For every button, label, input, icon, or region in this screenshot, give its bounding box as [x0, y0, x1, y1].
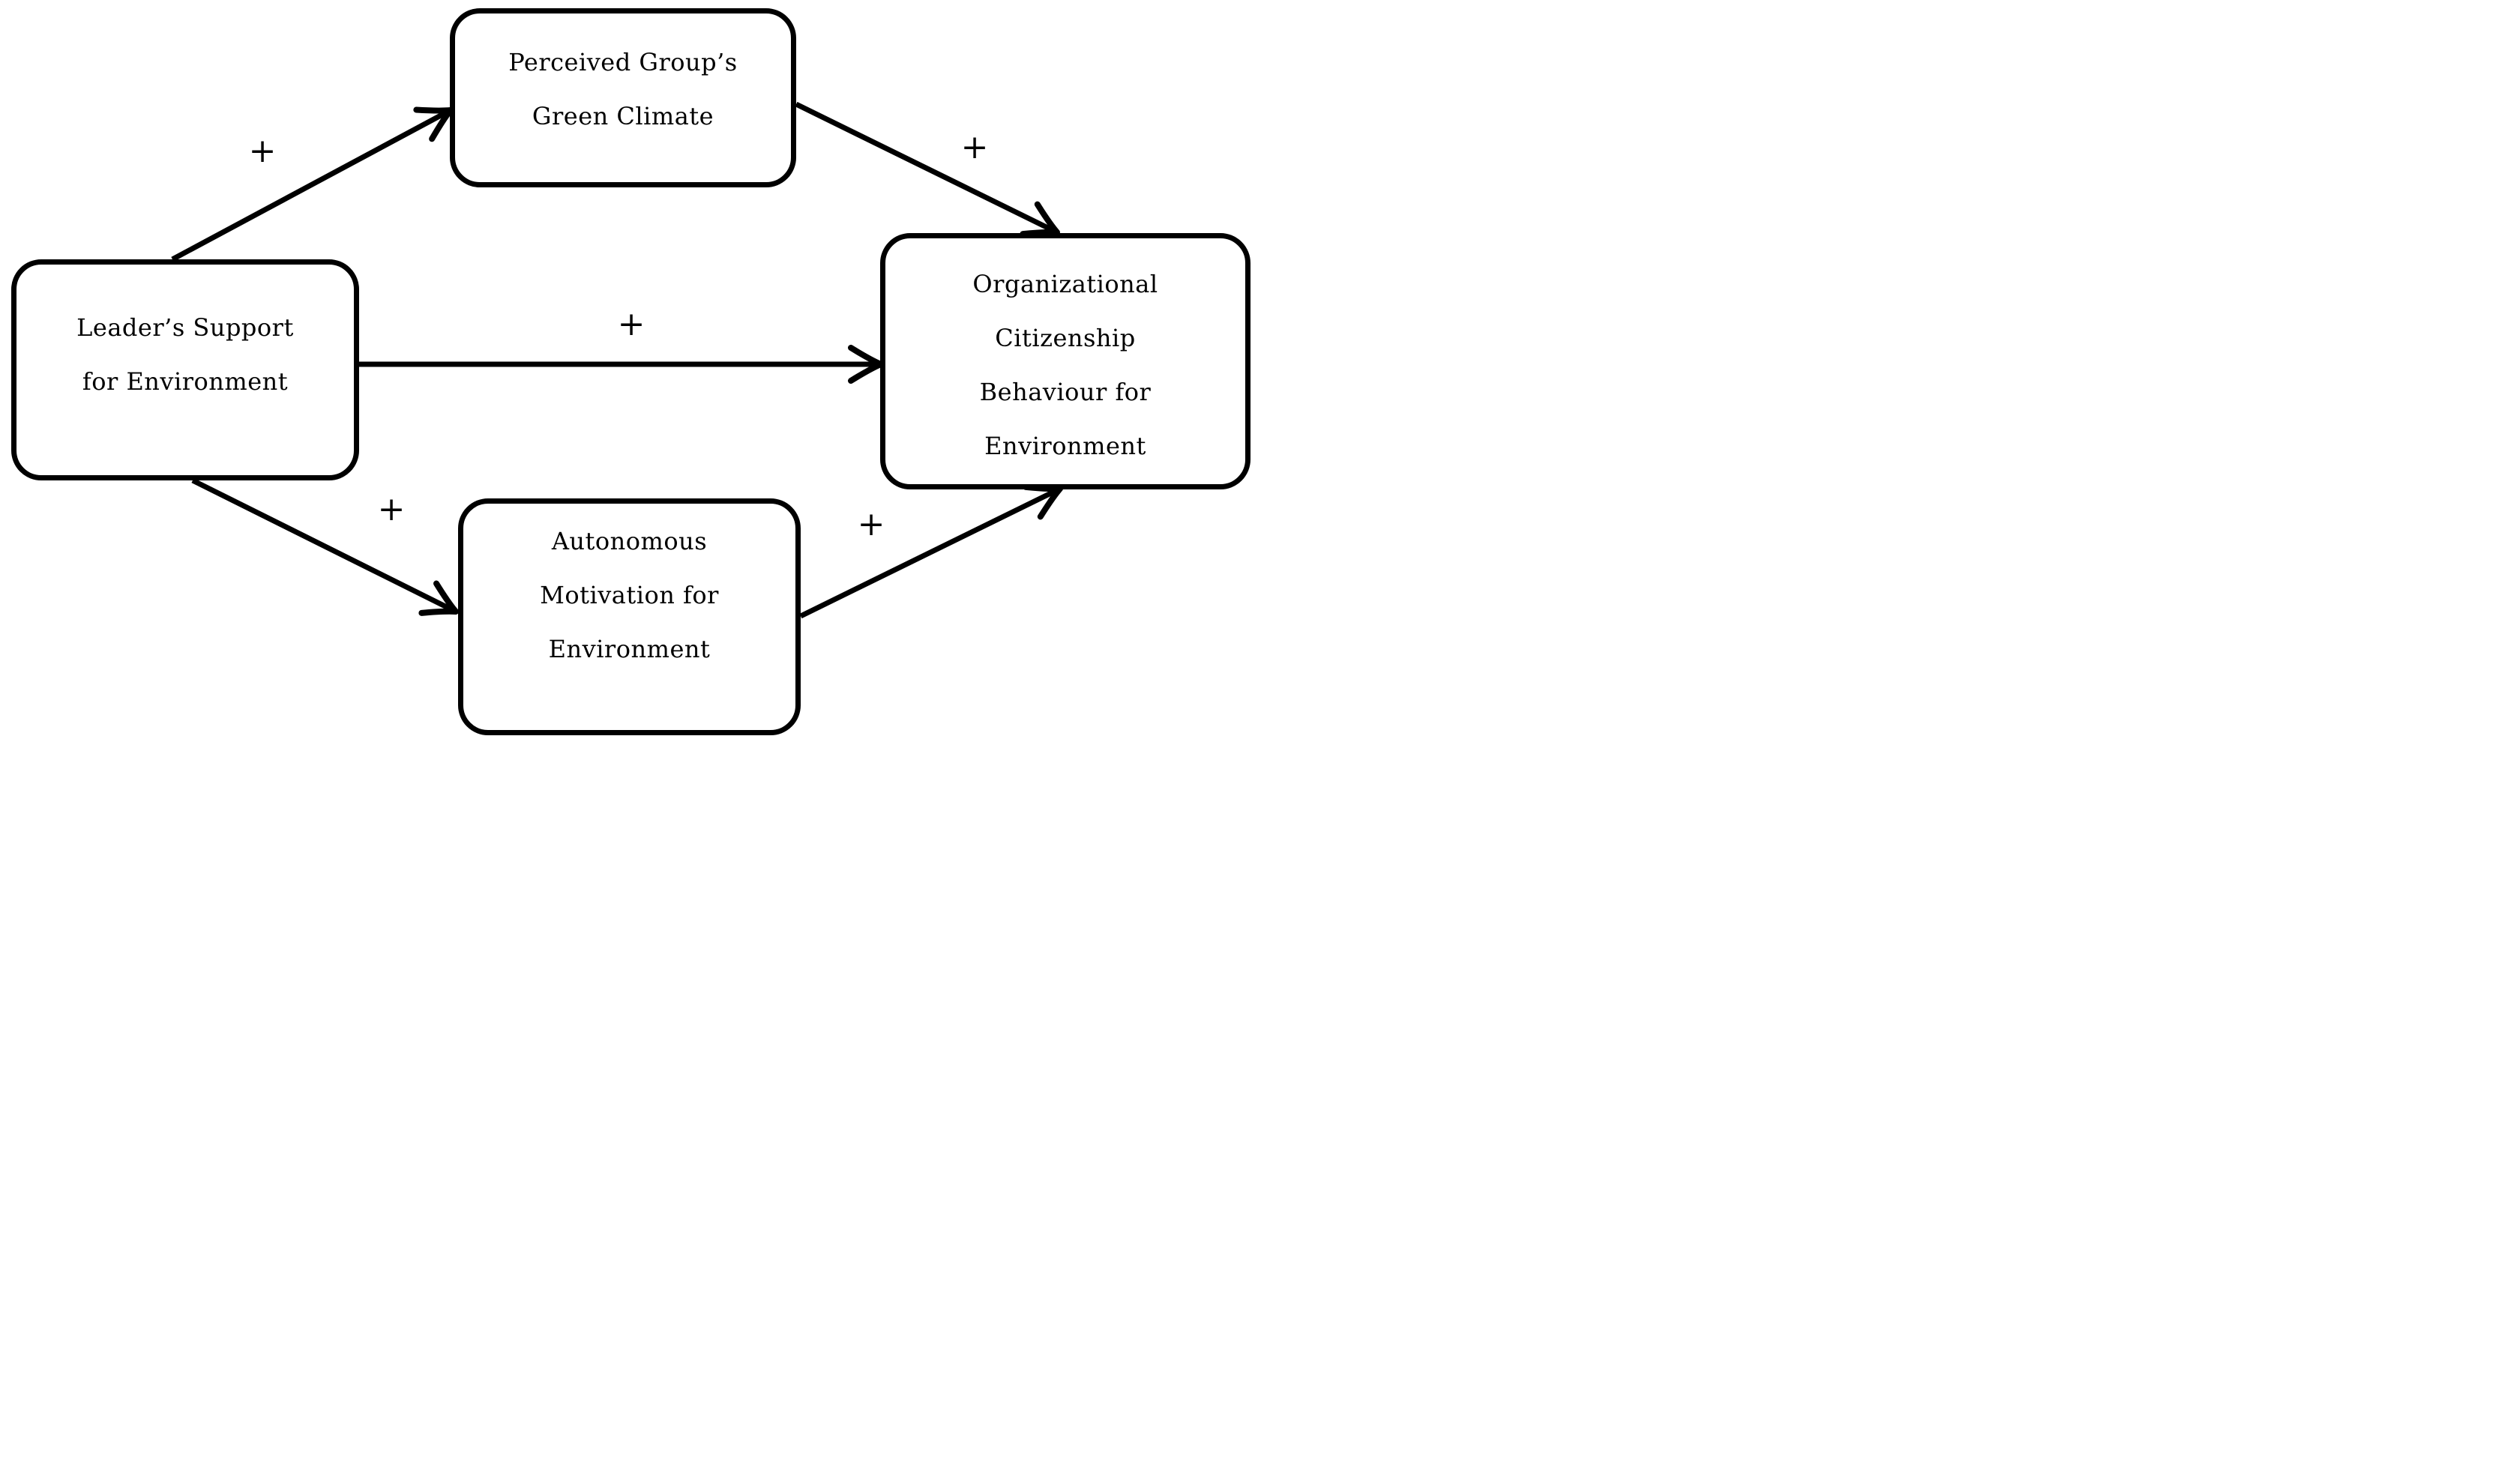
node-label-line: Organizational [972, 270, 1158, 298]
node-label-line: for Environment [82, 367, 289, 396]
edges-layer [171, 101, 1063, 619]
node-label-line: Environment [984, 432, 1146, 460]
edge-sign-label: + [960, 128, 989, 166]
node-label-line: Motivation for [540, 581, 719, 609]
node-label-line: Citizenship [995, 324, 1136, 352]
node-label-line: Autonomous [551, 527, 708, 555]
edge-sign-label: + [377, 490, 406, 528]
node-label-line: Leader’s Support [76, 313, 294, 342]
edge-leader-to-autonomous-motivation [191, 477, 459, 616]
edge-autonomous-motivation-to-ocb [799, 483, 1063, 619]
edge-sign-label: + [617, 305, 645, 343]
node-label-line: Green Climate [532, 101, 714, 130]
node-label-line: Perceived Group’s [508, 47, 738, 76]
node-autonomous-motivation: Autonomous Motivation for Environment [458, 498, 801, 735]
node-perceived-green-climate: Perceived Group’s Green Climate [450, 8, 796, 187]
edge-leader-to-green-climate [171, 106, 454, 262]
diagram-canvas: Leader’s Support for Environment Perceiv… [0, 0, 1258, 742]
edge-sign-label: + [857, 505, 885, 543]
node-leader-support: Leader’s Support for Environment [11, 259, 359, 480]
node-label-line: Behaviour for [979, 378, 1152, 406]
edge-green-climate-to-ocb [795, 101, 1060, 238]
edge-sign-label: + [248, 132, 277, 170]
node-ocb-environment: Organizational Citizenship Behaviour for… [880, 233, 1251, 489]
node-label-line: Environment [548, 635, 711, 663]
